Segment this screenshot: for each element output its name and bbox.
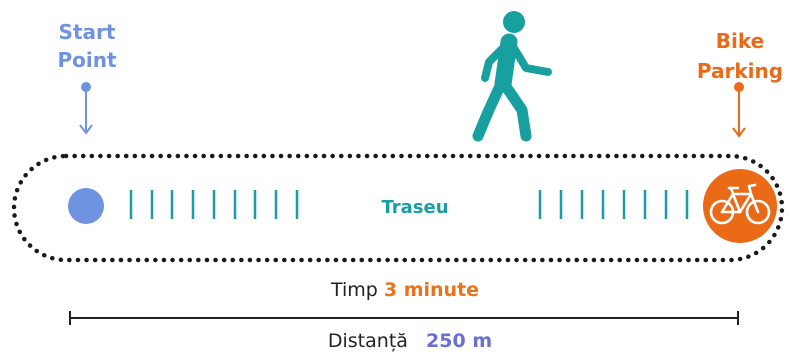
start-pointer-arrow: [79, 82, 93, 135]
start-point-label: Start Point: [42, 18, 132, 74]
start-point-marker: [68, 188, 104, 224]
travel-distance: Distanță 250 m: [260, 328, 560, 354]
start-label-line1: Start: [58, 20, 116, 44]
distance-value: 250 m: [426, 330, 493, 352]
bike-label-line1: Bike: [715, 29, 765, 53]
walking-person-icon: [472, 11, 552, 142]
travel-time: Timp 3 minute: [250, 277, 560, 303]
distance-prefix: Distanță: [327, 330, 408, 352]
route-ticks-right: [538, 190, 689, 219]
route-outline: [11, 153, 785, 263]
bike-pointer-arrow: [732, 82, 746, 138]
bike-parking-label: Bike Parking: [690, 26, 790, 86]
route-label: Traseu: [381, 197, 449, 218]
bicycle-icon: [709, 183, 771, 225]
start-label-line2: Point: [57, 48, 117, 72]
route-ticks-left: [129, 190, 299, 219]
time-prefix: Timp: [330, 279, 378, 301]
bike-label-line2: Parking: [696, 59, 784, 83]
time-value: 3 minute: [383, 279, 480, 301]
bike-parking-marker: [703, 169, 777, 243]
distance-ruler: [69, 311, 739, 325]
